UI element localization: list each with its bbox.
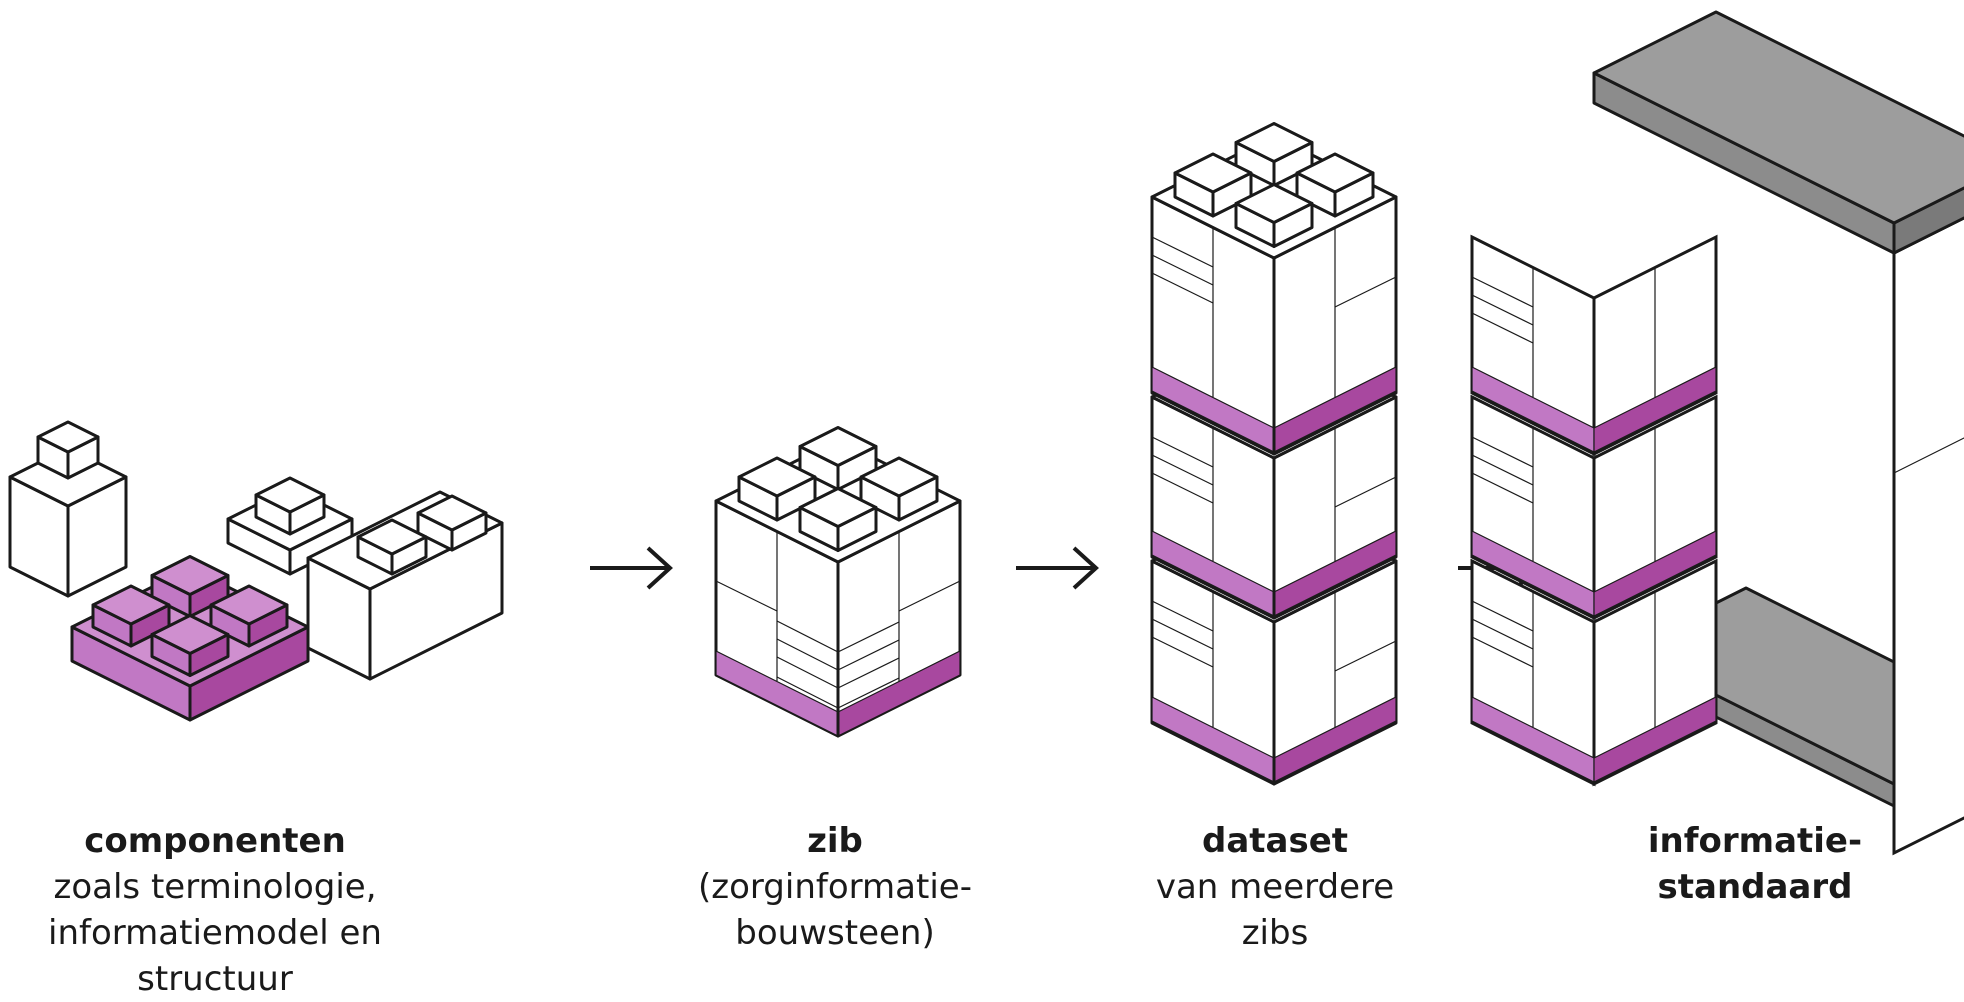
dataset-group [1150,122,1398,786]
component-flat-tile-stud [254,476,326,536]
component-brick-stud [356,518,428,576]
stage-title-continued: standaard [1657,867,1853,907]
stage-label-componenten: componenten zoals terminologie, informat… [0,818,430,1002]
standard-top-slab [1592,10,1964,255]
stud [798,487,878,552]
diagram-group [8,10,1964,856]
stage-description-line: bouwsteen) [735,913,935,953]
stage-title: componenten [84,821,346,861]
arrow-right-icon [1016,546,1099,590]
zib-studs [737,426,939,552]
stud [1173,152,1253,218]
stud [150,614,230,677]
stud [1295,152,1375,218]
stage-description-line: zibs [1241,913,1309,953]
stud [209,584,289,648]
informatiestandaard-group [1470,10,1964,856]
dataset-studs [1173,122,1375,248]
zib-group [714,426,962,738]
stud [798,426,878,491]
stud [91,584,171,648]
stage-description-line: zoals terminologie, [53,867,377,907]
stage-label-zib: zib (zorginformatie- bouwsteen) [660,818,1010,956]
standard-band [1593,530,1717,617]
components-group [8,420,504,722]
stage-description-line: informatiemodel en structuur [48,913,382,999]
building-blocks-diagram [8,10,1964,856]
standard-band [1593,696,1717,783]
stage-title: informatie- [1647,821,1863,861]
component-purple-studs [91,555,289,677]
component-cube-stud [36,420,100,480]
standard-band [1593,366,1717,453]
standard-side-panel [1892,216,1964,856]
stage-description-line: van meerdere [1155,867,1395,907]
arrow-right-icon [590,546,673,590]
stage-title: zib [807,821,863,861]
component-brick-stud [416,494,488,552]
stage-label-dataset: dataset van meerdere zibs [1100,818,1450,956]
stage-description-line: (zorginformatie- [698,867,972,907]
stage-label-informatiestandaard: informatie- standaard [1600,818,1910,910]
stud [859,456,939,522]
stage-title: dataset [1201,821,1349,861]
stud [1234,183,1314,248]
